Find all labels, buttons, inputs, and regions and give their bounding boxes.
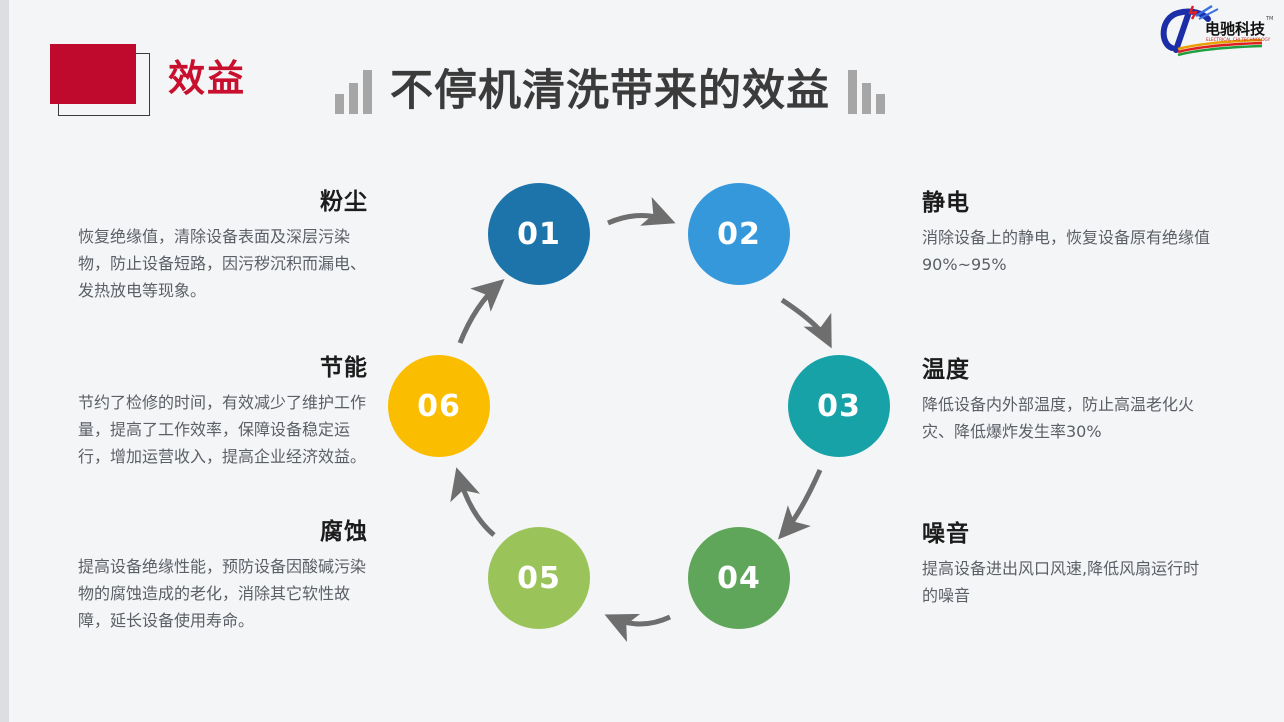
info-block-temperature-body: 降低设备内外部温度，防止高温老化火灾、降低爆炸发生率30% (922, 395, 1195, 441)
arrow-01-to-02 (606, 196, 676, 226)
cycle-node-03[interactable]: 03 (788, 355, 890, 457)
info-block-noise: 噪音 提高设备进出风口风速,降低风扇运行时的噪音 (922, 514, 1212, 609)
info-block-noise-body: 提高设备进出风口风速,降低风扇运行时的噪音 (922, 559, 1200, 605)
section-badge (50, 44, 150, 116)
logo-artwork-icon: 电驰科技 ELECTRICAL CHI TECHNOLOGY TM (1160, 4, 1273, 57)
info-block-dust: 粉尘 恢复绝缘值，清除设备表面及深层污染物，防止设备短路，因污秽沉积而漏电、发热… (78, 182, 368, 304)
info-block-static-title: 静电 (922, 190, 970, 216)
cycle-node-02[interactable]: 02 (688, 183, 790, 285)
title-row: 不停机清洗带来的效益 (335, 68, 885, 114)
info-block-corrosion: 腐蚀 提高设备绝缘性能，预防设备因酸碱污染物的腐蚀造成的老化，消除其它软性故障，… (78, 512, 368, 634)
info-block-temperature-title: 温度 (922, 357, 970, 383)
company-logo: 电驰科技 ELECTRICAL CHI TECHNOLOGY TM (1152, 2, 1276, 58)
badge-filled-square (50, 44, 136, 104)
svg-text:电驰科技: 电驰科技 (1205, 20, 1266, 38)
arrow-04-to-05 (604, 613, 672, 643)
info-block-static-body: 消除设备上的静电，恢复设备原有绝缘值90%~95% (922, 228, 1211, 274)
cycle-node-01[interactable]: 01 (488, 183, 590, 285)
cycle-node-05[interactable]: 05 (488, 527, 590, 629)
cycle-node-04[interactable]: 04 (688, 527, 790, 629)
bar-chart-decoration-right-icon (848, 68, 885, 114)
info-block-corrosion-title: 腐蚀 (320, 519, 368, 545)
page-title: 不停机清洗带来的效益 (390, 66, 830, 116)
info-block-energy: 节能 节约了检修的时间，有效减少了维护工作量，提高了工作效率，保障设备稳定运行，… (78, 348, 368, 470)
svg-text:ELECTRICAL CHI TECHNOLOGY: ELECTRICAL CHI TECHNOLOGY (1206, 37, 1271, 42)
arrow-06-to-01 (457, 279, 505, 344)
info-block-energy-body: 节约了检修的时间，有效减少了维护工作量，提高了工作效率，保障设备稳定运行，增加运… (78, 393, 367, 466)
cycle-node-06[interactable]: 06 (388, 355, 490, 457)
info-block-corrosion-body: 提高设备绝缘性能，预防设备因酸碱污染物的腐蚀造成的老化，消除其它软性故障，延长设… (78, 557, 367, 630)
section-badge-label: 效益 (168, 57, 246, 100)
info-block-noise-title: 噪音 (922, 521, 970, 547)
left-edge-stripe (0, 0, 9, 722)
arrow-03-to-04 (777, 468, 823, 540)
cycle-arrows (450, 196, 832, 643)
info-block-dust-title: 粉尘 (320, 189, 368, 215)
bar-chart-decoration-left-icon (335, 68, 372, 114)
info-block-dust-body: 恢复绝缘值，清除设备表面及深层污染物，防止设备短路，因污秽沉积而漏电、发热放电等… (78, 227, 367, 300)
info-block-energy-title: 节能 (320, 355, 368, 381)
cycle-diagram: 01 02 03 04 05 06 (370, 165, 920, 675)
arrow-05-to-06 (450, 467, 496, 537)
svg-text:TM: TM (1265, 16, 1273, 22)
info-block-static: 静电 消除设备上的静电，恢复设备原有绝缘值90%~95% (922, 183, 1212, 278)
info-block-temperature: 温度 降低设备内外部温度，防止高温老化火灾、降低爆炸发生率30% (922, 350, 1212, 445)
arrow-02-to-03 (780, 297, 832, 349)
